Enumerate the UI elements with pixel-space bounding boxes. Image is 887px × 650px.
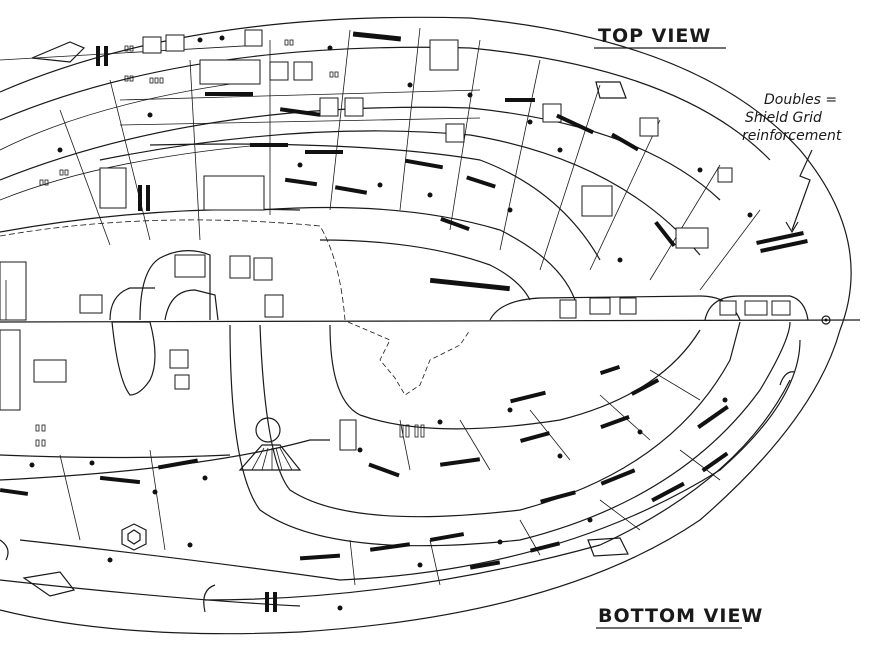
note-line-3: reinforcement xyxy=(742,128,842,144)
top-view-label-group: TOP VIEW xyxy=(594,25,726,49)
bottom-view-label-group: BOTTOM VIEW xyxy=(596,605,763,629)
note-arrow xyxy=(791,149,813,231)
doubles-bar-2 xyxy=(760,239,808,253)
note-line-1: Doubles = xyxy=(764,92,837,108)
bottom-view-hull xyxy=(0,321,801,613)
bottom-view-label: BOTTOM VIEW xyxy=(598,605,763,627)
shield-grid-note: Doubles = Shield Grid reinforcement xyxy=(742,92,842,234)
note-line-2: Shield Grid xyxy=(745,110,822,126)
bottom-view-dots xyxy=(29,397,728,611)
doubles-bar-1 xyxy=(756,231,804,245)
top-view-label: TOP VIEW xyxy=(598,25,711,47)
top-view-dots xyxy=(57,35,753,263)
top-view-hull xyxy=(0,27,809,321)
